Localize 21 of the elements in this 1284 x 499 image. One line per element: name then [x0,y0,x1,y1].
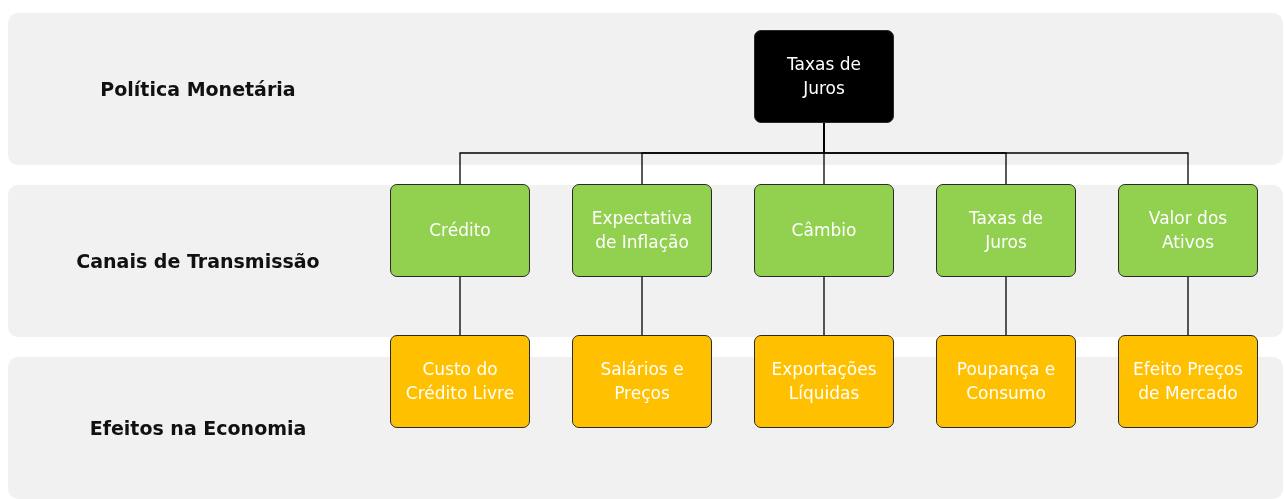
effect-box: Exportações Líquidas [754,335,894,428]
row-heading: Política Monetária [99,78,297,100]
row-heading: Efeitos na Economia [88,417,308,439]
channel-box: Valor dos Ativos [1118,184,1258,277]
effect-box: Efeito Preços de Mercado [1118,335,1258,428]
connector-line [823,276,825,336]
effect-box: Poupança e Consumo [936,335,1076,428]
effect-box: Salários e Preços [572,335,712,428]
connector-line [641,276,643,336]
channel-box: Crédito [390,184,530,277]
connector-line [1187,276,1189,336]
connector-line [459,276,461,336]
channel-box: Taxas de Juros [936,184,1076,277]
policy-box: Taxas de Juros [754,30,894,123]
connector-line [1005,276,1007,336]
row-band [8,13,1283,165]
row-heading: Canais de Transmissão [75,250,321,272]
row-band [8,185,1283,337]
effect-box: Custo do Crédito Livre [390,335,530,428]
channel-box: Expectativa de Inflação [572,184,712,277]
channel-box: Câmbio [754,184,894,277]
